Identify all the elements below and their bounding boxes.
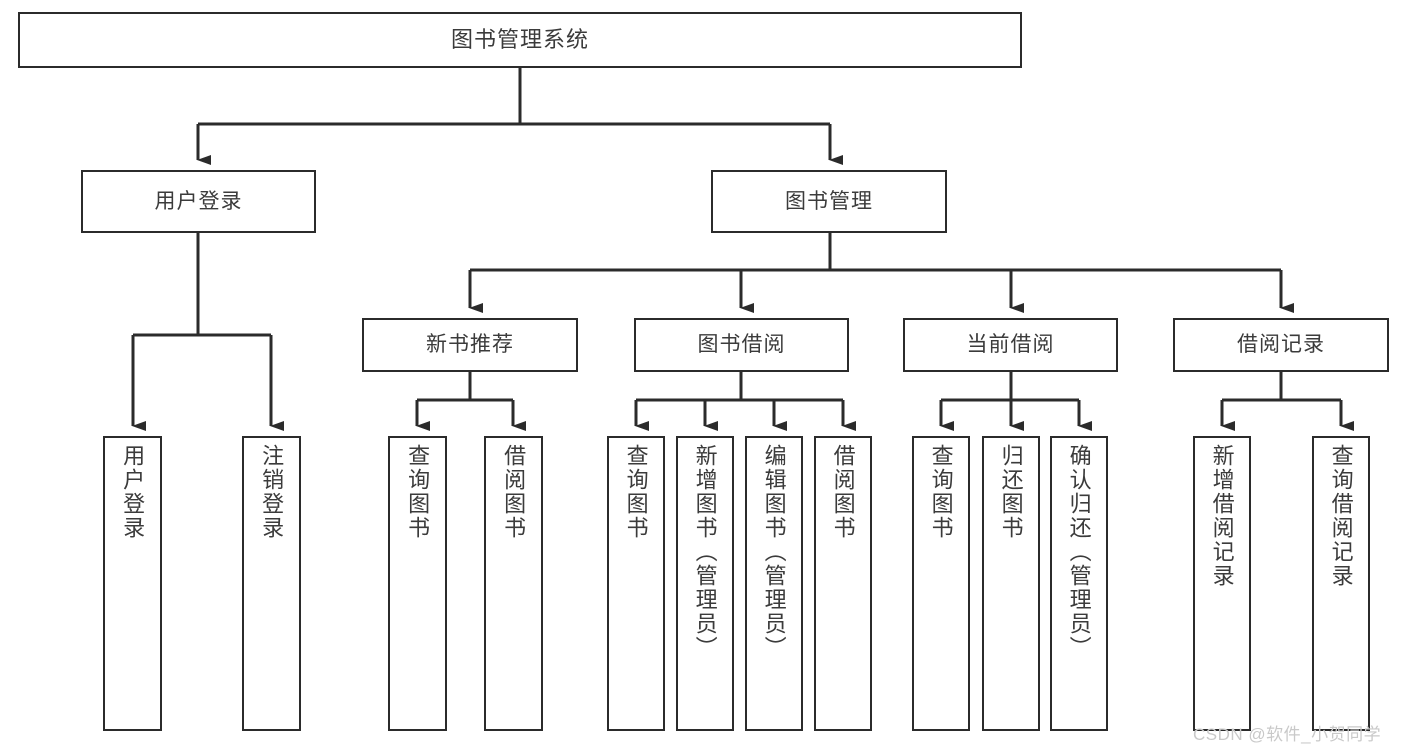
node-label: 图书借阅 xyxy=(697,333,786,357)
node-label: 用户登录 xyxy=(120,444,146,540)
node-label: 借阅图书 xyxy=(830,444,856,540)
node-label: 新增图书（管理员） xyxy=(692,444,718,660)
leaf-user-login[interactable]: 用户登录 xyxy=(103,436,162,731)
node-label: 借阅记录 xyxy=(1237,333,1325,357)
leaf-logout[interactable]: 注销登录 xyxy=(242,436,301,731)
leaf-add-borrow-record[interactable]: 新增借阅记录 xyxy=(1193,436,1251,731)
leaf-confirm-return[interactable]: 确认归还（管理员） xyxy=(1050,436,1108,731)
leaf-borrow-book[interactable]: 借阅图书 xyxy=(814,436,872,731)
node-label: 查询图书 xyxy=(405,444,431,540)
node-label: 查询借阅记录 xyxy=(1328,444,1354,588)
node-label: 新增借阅记录 xyxy=(1209,444,1235,588)
leaf-borrow-book-recommend[interactable]: 借阅图书 xyxy=(484,436,543,731)
node-label: 图书管理系统 xyxy=(450,26,589,52)
node-book-manage[interactable]: 图书管理 xyxy=(711,170,947,233)
node-label: 借阅图书 xyxy=(501,444,527,540)
node-label: 查询图书 xyxy=(928,444,954,540)
node-user-login[interactable]: 用户登录 xyxy=(81,170,316,233)
node-new-book-recommend[interactable]: 新书推荐 xyxy=(362,318,578,372)
leaf-add-book[interactable]: 新增图书（管理员） xyxy=(676,436,734,731)
leaf-return-book[interactable]: 归还图书 xyxy=(982,436,1040,731)
node-label: 新书推荐 xyxy=(426,333,514,357)
node-root-system[interactable]: 图书管理系统 xyxy=(18,12,1022,68)
leaf-edit-book[interactable]: 编辑图书（管理员） xyxy=(745,436,803,731)
node-label: 用户登录 xyxy=(154,189,243,213)
node-label: 归还图书 xyxy=(998,444,1024,540)
node-label: 图书管理 xyxy=(785,189,873,213)
leaf-query-book-recommend[interactable]: 查询图书 xyxy=(388,436,447,731)
node-book-borrow[interactable]: 图书借阅 xyxy=(634,318,849,372)
node-label: 当前借阅 xyxy=(966,333,1055,357)
leaf-query-book-borrow[interactable]: 查询图书 xyxy=(607,436,665,731)
node-label: 编辑图书（管理员） xyxy=(761,444,787,660)
node-label: 确认归还（管理员） xyxy=(1066,444,1092,660)
node-label: 查询图书 xyxy=(623,444,649,540)
leaf-query-borrow-record[interactable]: 查询借阅记录 xyxy=(1312,436,1370,731)
node-borrow-record[interactable]: 借阅记录 xyxy=(1173,318,1389,372)
node-label: 注销登录 xyxy=(259,444,285,540)
leaf-query-book-current[interactable]: 查询图书 xyxy=(912,436,970,731)
node-current-borrow[interactable]: 当前借阅 xyxy=(903,318,1118,372)
